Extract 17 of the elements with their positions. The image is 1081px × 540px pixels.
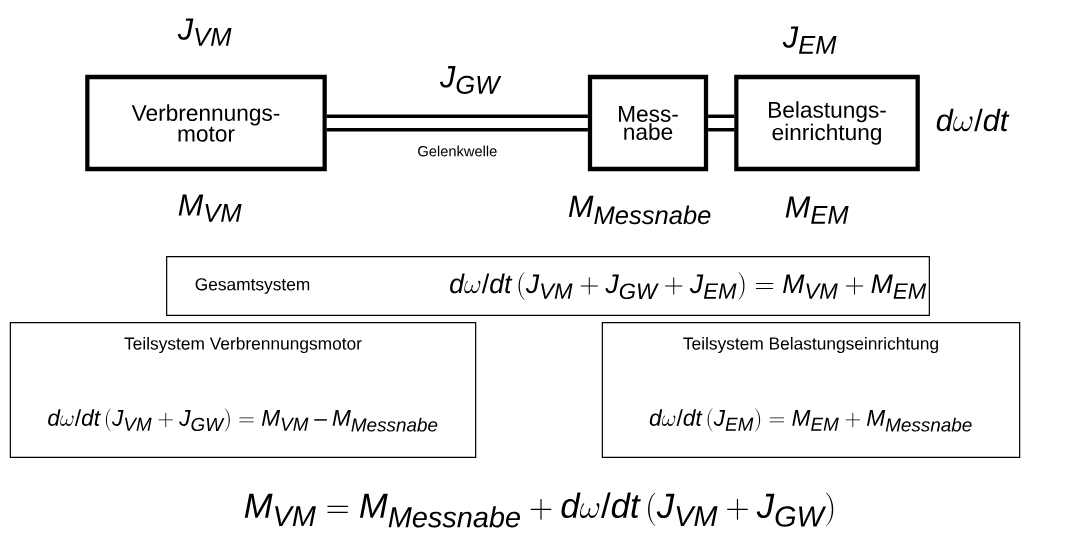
formula-label: $M_{VM}$ <box>178 194 242 222</box>
shaft-line <box>708 114 735 132</box>
formula-label: $J_{GW}$ <box>439 66 502 94</box>
formula-label: $J_{VM}$ <box>177 18 232 46</box>
formula-label: $J_{EM}$ <box>782 26 837 54</box>
shaft-line <box>326 114 588 132</box>
formula-label: $d\omega/dt$ <box>936 108 1010 132</box>
equation-box: Gesamtsystem $d\omega/dt\left(J_{VM}+J_{GW}+J_{EM}\right)=M_{VM}+M_{EM}$ <box>166 256 930 316</box>
component-box: Belastungs- einrichtung <box>734 74 920 172</box>
formula-label: $M_{EM}$ <box>785 196 849 224</box>
formula-label: $M_{Messnabe}$ <box>568 195 711 225</box>
formula-label: $M_{VM}=M_{Messnabe}+d\omega/dt\left(J_{VM}+J_{GW}\right)$ <box>244 492 834 528</box>
component-box: Verbrennungs- motor <box>85 74 327 172</box>
edge-label: Gelenkwelle <box>418 145 497 157</box>
component-box: Mess- nabe <box>587 74 709 172</box>
equation-box: Teilsystem Belastungseinrichtung $d\omega/dt\left(J_{EM}\right)=M_{EM}+M_{Messnabe}$ <box>601 322 1021 458</box>
equation-box: Teilsystem Verbrennungsmotor $d\omega/dt\left(J_{VM}+J_{GW}\right)=M_{VM}-M_{Messnabe}$ <box>9 322 477 458</box>
